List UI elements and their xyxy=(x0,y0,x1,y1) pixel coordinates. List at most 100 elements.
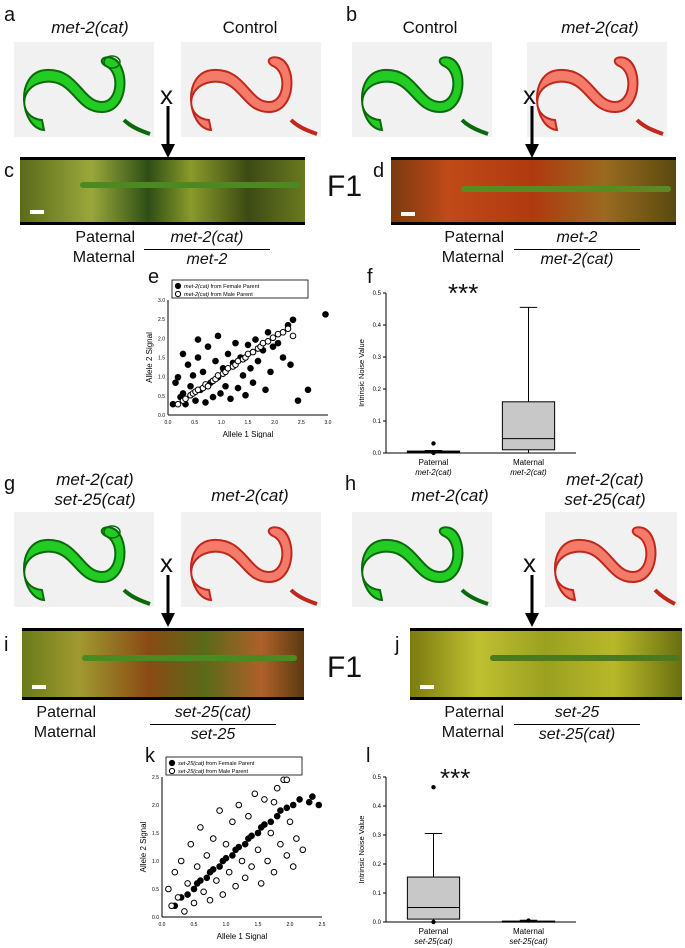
x-category-sublabel: met-2(cat) xyxy=(510,468,547,477)
data-point-filled xyxy=(222,382,229,390)
data-point-filled xyxy=(214,332,222,340)
paternal-label: Paternal xyxy=(75,229,135,246)
data-point-filled xyxy=(179,390,187,397)
x-tick-label: 0.5 xyxy=(191,922,198,928)
box-iqr xyxy=(501,401,556,451)
data-point-open xyxy=(251,790,259,798)
j-genotype-fraction: set-25 set-25(cat) xyxy=(514,703,640,745)
data-point-filled xyxy=(262,386,269,394)
data-point-open xyxy=(261,796,268,803)
y-tick-label: 0.1 xyxy=(373,419,382,425)
legend-entry: met-2(cat) from Female Parent xyxy=(184,284,260,290)
data-point-open xyxy=(216,807,223,814)
data-point-filled xyxy=(204,343,212,351)
data-point-filled xyxy=(190,885,198,893)
paternal-label: Paternal xyxy=(444,704,504,721)
data-point-filled xyxy=(174,373,182,381)
x-category-sublabel: set-25(cat) xyxy=(509,937,548,946)
x-category-label: Paternal xyxy=(419,458,449,467)
y-tick-label: 0.0 xyxy=(373,451,382,457)
data-point-filled xyxy=(322,311,329,318)
data-point-open xyxy=(204,382,212,390)
y-axis-label: Intrinsic Noise Value xyxy=(357,816,366,884)
y-tick-label: 0.0 xyxy=(373,920,382,926)
data-point-open xyxy=(277,840,284,848)
data-point-filled xyxy=(248,832,255,840)
c-parent-labels: Paternal Maternal xyxy=(63,228,135,268)
data-point-open xyxy=(245,812,252,820)
data-point-filled xyxy=(315,801,323,809)
y-tick-label: 0.0 xyxy=(158,413,165,419)
data-point-filled xyxy=(227,395,234,403)
x-tick-label: 0.0 xyxy=(165,420,172,426)
outlier-point xyxy=(431,450,436,456)
panel-label-d: d xyxy=(373,160,385,182)
data-point-open xyxy=(254,846,262,854)
h-left-worm-panel xyxy=(352,512,492,607)
data-point-filled xyxy=(197,877,204,884)
data-point-filled xyxy=(254,357,262,365)
panel-label-k: k xyxy=(145,745,155,767)
data-point-open xyxy=(264,857,271,865)
data-point-open xyxy=(289,332,297,340)
x-tick-label: 2.5 xyxy=(298,420,305,426)
data-point-filled xyxy=(247,364,254,372)
y-tick-label: 1.0 xyxy=(152,859,159,865)
x-tick-label: 1.0 xyxy=(223,922,230,928)
y-tick-label: 2.5 xyxy=(152,775,159,781)
x-tick-label: 2.5 xyxy=(319,922,326,928)
a-right-genotype: Control xyxy=(222,18,278,37)
y-tick-label: 0.5 xyxy=(152,887,159,893)
g-left-genotype-1: met-2(cat) xyxy=(56,470,134,489)
data-point-filled xyxy=(294,397,302,404)
red-worm-icon xyxy=(190,56,318,136)
data-point-open xyxy=(273,784,281,792)
data-point-filled xyxy=(189,372,197,379)
y-tick-label: 1.5 xyxy=(152,831,159,837)
data-point-open xyxy=(209,835,217,842)
b-left-genotype: Control xyxy=(402,18,458,37)
data-point-filled xyxy=(224,350,232,358)
d-micrograph xyxy=(391,157,676,225)
outlier-point xyxy=(431,441,436,446)
data-point-open xyxy=(177,857,185,865)
g-cross-symbol: x xyxy=(160,548,173,578)
data-point-filled xyxy=(184,891,191,898)
data-point-filled xyxy=(203,874,211,882)
a-arrow-icon xyxy=(161,106,175,158)
j-paternal-allele: set-25 xyxy=(514,703,640,725)
data-point-open xyxy=(174,894,182,901)
paternal-label: Paternal xyxy=(444,229,504,246)
data-point-filled xyxy=(184,361,192,368)
panel-label-c: c xyxy=(4,160,14,182)
data-point-filled xyxy=(232,339,239,347)
g-left-genotype-2: set-25(cat) xyxy=(54,490,136,509)
data-point-open xyxy=(286,818,294,826)
panel-label-a: a xyxy=(4,4,16,26)
data-point-open xyxy=(187,840,195,848)
h-right-genotype-1: met-2(cat) xyxy=(566,470,644,489)
c-genotype-fraction: met-2(cat) met-2 xyxy=(144,228,270,270)
data-point-open xyxy=(299,846,307,854)
data-point-filled xyxy=(234,384,242,392)
outlier-point xyxy=(431,919,436,925)
a-right-worm-panel xyxy=(181,42,321,137)
panel-label-j: j xyxy=(395,634,400,656)
legend-entry: set-25(cat) from Female Parent xyxy=(178,761,255,767)
data-point-filled xyxy=(187,382,194,390)
paternal-label: Paternal xyxy=(36,704,96,721)
data-point-open xyxy=(190,899,198,907)
y-tick-label: 1.5 xyxy=(158,356,165,362)
data-point-filled xyxy=(283,804,291,812)
data-point-open xyxy=(174,400,182,408)
legend-marker xyxy=(168,759,176,767)
g-arrow-icon xyxy=(161,575,175,627)
y-tick-label: 0.1 xyxy=(373,891,382,897)
d-maternal-allele: met-2(cat) xyxy=(540,251,614,268)
data-point-filled xyxy=(249,379,257,386)
maternal-label: Maternal xyxy=(441,724,504,741)
data-point-filled xyxy=(216,863,223,870)
y-tick-label: 2.5 xyxy=(158,317,165,323)
f-significance: *** xyxy=(448,278,479,308)
